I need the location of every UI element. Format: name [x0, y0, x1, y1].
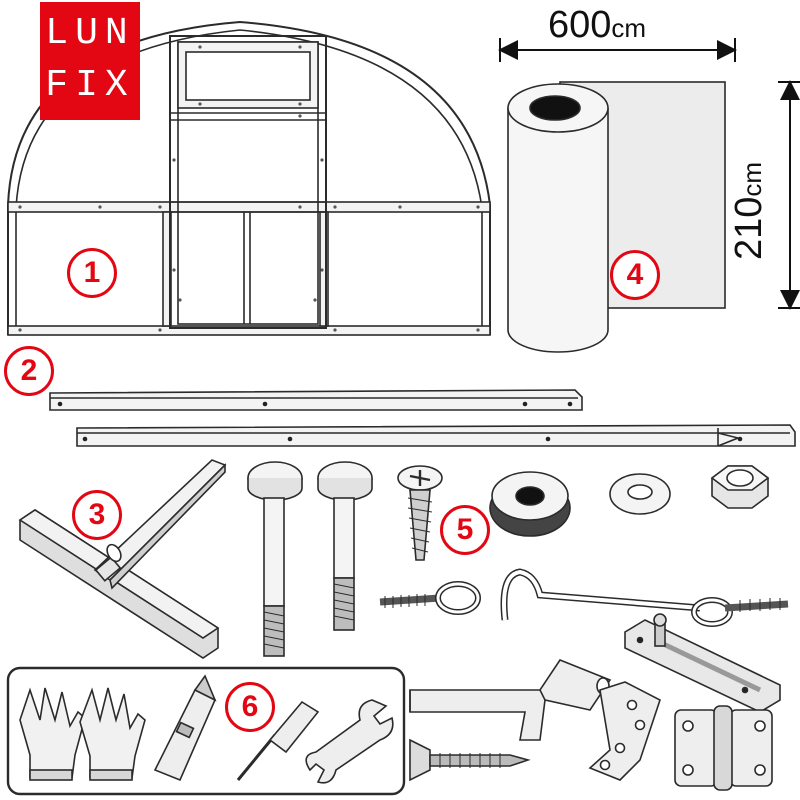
part-number-3: 3 [72, 490, 122, 540]
arch-frame-icon [7, 20, 491, 336]
film-width-unit: cm [611, 13, 647, 43]
longitudinal-rods-icon [49, 389, 796, 447]
gate-hook-icon [500, 568, 789, 627]
gloves-icon [19, 687, 146, 781]
fasteners-icon [247, 461, 789, 791]
logo-line-2: FIX [45, 64, 135, 107]
nut-icon [710, 465, 770, 509]
part-number-5: 5 [440, 505, 490, 555]
screw-icon [397, 465, 443, 561]
part-number-4: 4 [610, 250, 660, 300]
film-height-label: 210cm [728, 162, 771, 260]
part-number-6: 6 [225, 682, 275, 732]
logo-line-1: LUN [45, 12, 135, 55]
film-height-unit: cm [737, 161, 767, 197]
ground-stake-icon [18, 459, 227, 659]
washer-icon [609, 473, 671, 515]
angle-bracket-icon [588, 681, 661, 781]
box-cutter-icon [153, 674, 217, 782]
latch-bolt-icon [624, 613, 781, 713]
z-bracket-icon [409, 659, 612, 741]
screwdriver-icon [236, 700, 320, 781]
wrench-icon [305, 699, 394, 784]
dimension-arrows [498, 38, 800, 310]
eye-screw-icon [379, 581, 481, 615]
film-width-value: 600 [548, 4, 612, 46]
tools-icon [6, 666, 406, 796]
carriage-bolt-icon [247, 461, 303, 657]
hinge-icon [674, 705, 773, 791]
film-roll-icon [507, 81, 726, 353]
lunfix-logo: LUN FIX [40, 2, 140, 120]
part-number-1: 1 [67, 248, 117, 298]
carriage-bolt-icon [317, 461, 373, 631]
film-width-label: 600cm [548, 4, 646, 47]
sealing-washer-icon [489, 471, 571, 537]
part-number-2: 2 [4, 346, 54, 396]
self-drilling-screw-icon [409, 738, 531, 782]
film-height-value: 210 [728, 196, 770, 260]
